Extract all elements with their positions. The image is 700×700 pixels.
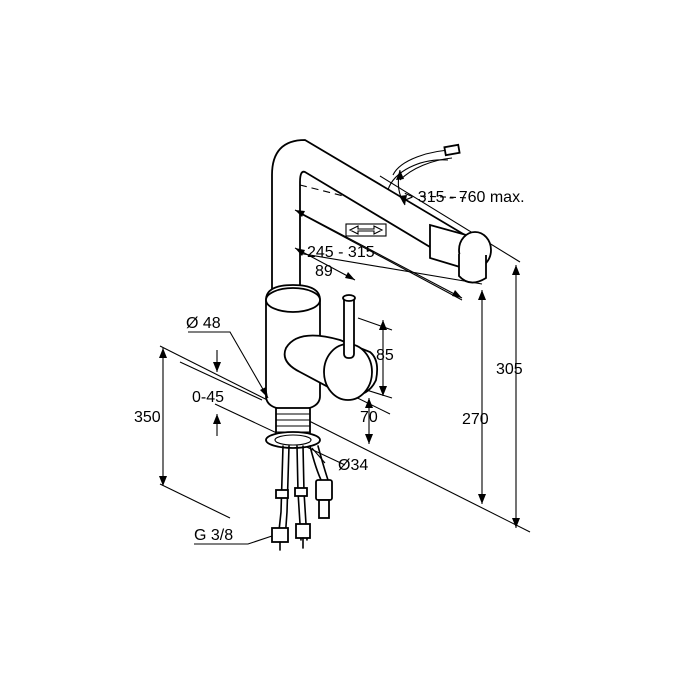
spout-height-label: 270 [462,411,489,428]
lever-height-label: 85 [376,347,394,364]
spout-range-label: 245 - 315 [307,244,375,261]
pull-out-icon [345,223,387,237]
faucet [265,139,492,551]
base-diameter-label: Ø34 [338,457,368,474]
supply-hoses [271,445,333,551]
threaded-shank [265,407,321,449]
reach-max-label: > 315 - 760 max. [404,189,525,206]
lever-offset-label: 89 [315,263,333,280]
dimension-labels: > 315 - 760 max. 245 - 315 89 Ø 48 85 0-… [134,189,525,544]
body-diameter-label: Ø 48 [186,315,221,332]
total-height-label: 350 [134,409,161,426]
dimension-lines [159,169,520,545]
overall-height-label: 305 [496,361,523,378]
base-to-lever-label: 70 [360,409,378,426]
deck-thickness-label: 0-45 [192,389,224,406]
connection-thread-label: G 3/8 [194,527,233,544]
